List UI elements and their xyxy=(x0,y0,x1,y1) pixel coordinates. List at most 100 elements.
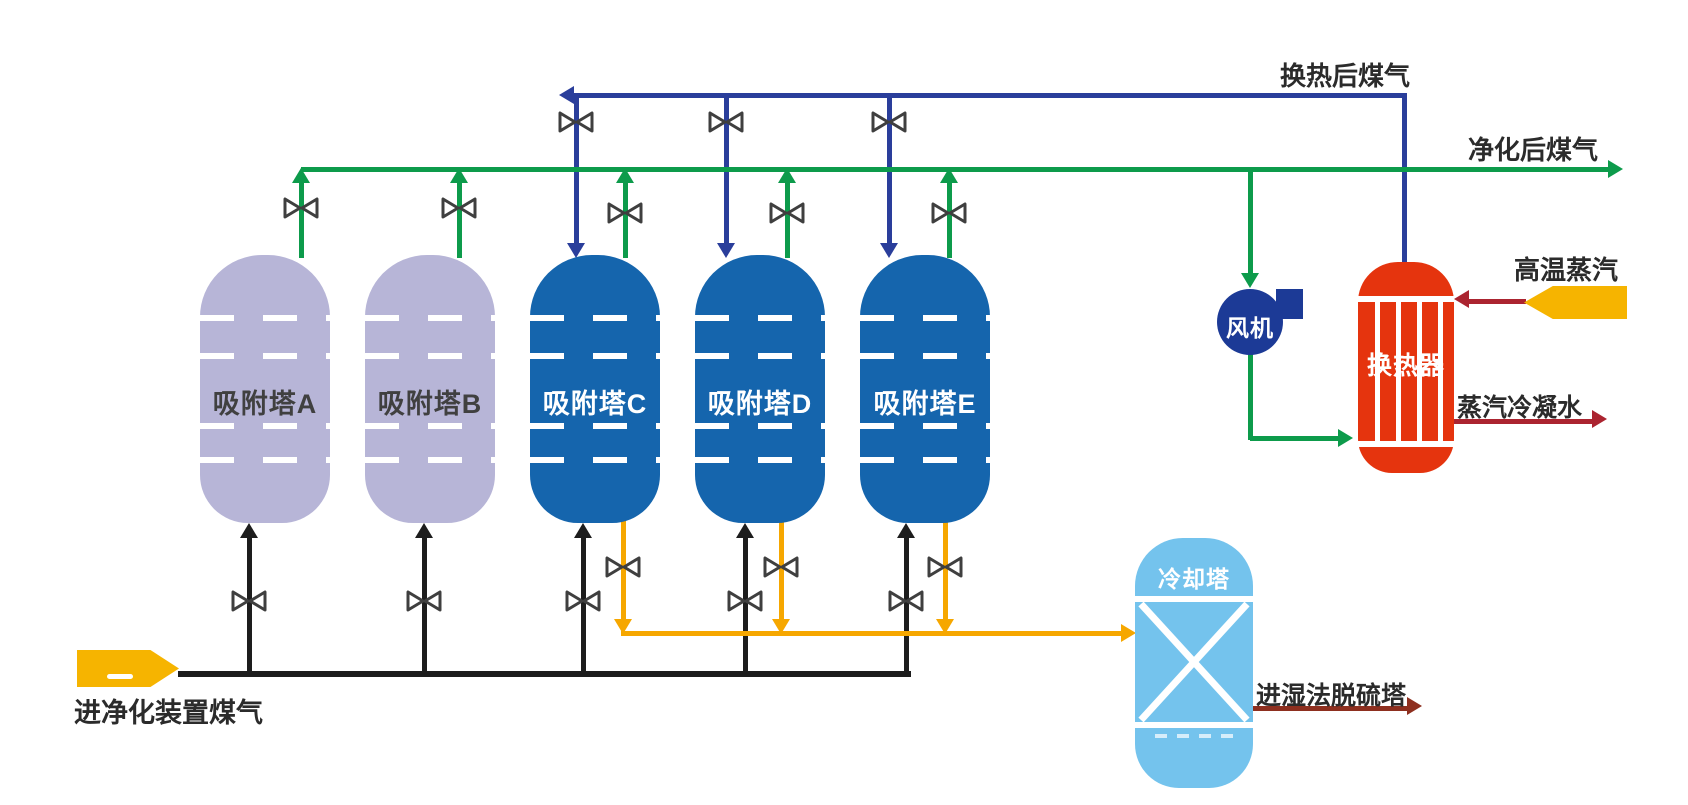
valve-outlet-tower-c-icon xyxy=(606,200,644,226)
packing-bottom-line xyxy=(1135,722,1253,728)
tray-dashes xyxy=(695,353,825,359)
tube xyxy=(1375,302,1380,441)
pipe-to-cooling-tower xyxy=(621,631,1123,636)
pipe-inlet-tower-d xyxy=(743,538,748,677)
arrowhead-icon xyxy=(616,168,634,183)
steam-marker xyxy=(1524,286,1627,319)
tray-dashes xyxy=(200,423,330,429)
pipe-drain-tower-e xyxy=(943,518,948,624)
fan-label: 风机 xyxy=(1226,315,1274,341)
tray-dashes xyxy=(530,457,660,463)
pipe-inlet-tower-a xyxy=(247,538,252,677)
pipe-inlet-tower-e xyxy=(904,538,909,677)
arrowhead-icon xyxy=(778,168,796,183)
tray-dashes xyxy=(530,315,660,321)
tray-dashes xyxy=(200,457,330,463)
arrowhead-icon xyxy=(1121,624,1136,642)
arrowhead-icon xyxy=(1407,697,1422,715)
arrowhead-icon xyxy=(1592,410,1607,428)
arrowhead-icon xyxy=(559,86,574,104)
marker-highlight xyxy=(107,674,133,679)
tower-label: 吸附塔C xyxy=(542,389,648,419)
pipe-outlet-tower-a xyxy=(299,182,304,258)
pipe-inlet-tower-b xyxy=(422,538,427,677)
heat-exchanger: 换热器 xyxy=(1358,262,1454,473)
pipe-steam-inlet xyxy=(1468,299,1526,304)
steam-condensate-label: 蒸汽冷凝水 xyxy=(1457,394,1583,422)
valve-inlet-tower-a-icon xyxy=(230,588,268,614)
pipe-drain-tower-c xyxy=(621,518,626,624)
tray-dashes xyxy=(695,457,825,463)
high-temp-steam-label: 高温蒸汽 xyxy=(1514,255,1619,285)
valve-inlet-tower-d-icon xyxy=(726,588,764,614)
pipe-inlet-gas-header xyxy=(178,671,911,677)
tray-dashes xyxy=(860,423,990,429)
adsorption-tower-a: 吸附塔A xyxy=(200,255,330,523)
pipe-to-desulfurization xyxy=(1253,706,1409,711)
valve-inlet-tower-b-icon xyxy=(405,588,443,614)
tray-dashes xyxy=(695,423,825,429)
arrowhead-icon xyxy=(567,243,585,258)
tower-label: 吸附塔D xyxy=(707,389,813,419)
arrowhead-icon xyxy=(880,243,898,258)
tray-dashes xyxy=(530,423,660,429)
arrowhead-icon xyxy=(736,523,754,538)
water-dashes xyxy=(1155,734,1233,738)
pipe-outlet-tower-b xyxy=(457,182,462,258)
valve-outlet-tower-a-icon xyxy=(282,195,320,221)
arrowhead-icon xyxy=(1338,429,1353,447)
tray-dashes xyxy=(860,315,990,321)
adsorption-tower-d: 吸附塔D xyxy=(695,255,825,523)
adsorption-tower-c: 吸附塔C xyxy=(530,255,660,523)
valve-drain-tower-e-icon xyxy=(926,554,964,580)
tray-dashes xyxy=(365,457,495,463)
tray-dashes xyxy=(530,353,660,359)
arrowhead-icon xyxy=(574,523,592,538)
arrowhead-icon xyxy=(1454,290,1469,308)
arrowhead-icon xyxy=(1241,273,1259,288)
inlet-gas-marker xyxy=(77,650,179,687)
arrowhead-icon xyxy=(717,243,735,258)
pipe-regenerated-gas-header xyxy=(574,93,1406,98)
packing-x-pattern xyxy=(1138,601,1250,723)
arrowhead-icon xyxy=(240,523,258,538)
pipe-to-fan xyxy=(1248,170,1253,280)
inlet-gas-label: 进净化装置煤气 xyxy=(74,698,263,728)
regenerated-gas-label: 换热后煤气 xyxy=(1279,61,1410,91)
arrowhead-icon xyxy=(772,619,790,634)
tray-dashes xyxy=(860,457,990,463)
tray-dashes xyxy=(860,353,990,359)
pipe-drain-tower-d xyxy=(779,518,784,624)
tray-dashes xyxy=(200,353,330,359)
purified-gas-label: 净化后煤气 xyxy=(1468,135,1599,165)
valve-regen-tower-d-icon xyxy=(707,109,745,135)
valve-outlet-tower-d-icon xyxy=(768,200,806,226)
arrowhead-icon xyxy=(614,619,632,634)
tower-label: 吸附塔B xyxy=(377,389,483,419)
arrowhead-icon xyxy=(940,168,958,183)
arrowhead-icon xyxy=(450,168,468,183)
adsorption-tower-b: 吸附塔B xyxy=(365,255,495,523)
pipe-condensate-outlet xyxy=(1454,419,1594,424)
arrowhead-icon xyxy=(292,168,310,183)
heat-exchanger-label: 换热器 xyxy=(1366,352,1445,380)
arrowhead-icon xyxy=(415,523,433,538)
tube-sheet xyxy=(1358,296,1454,302)
adsorption-tower-e: 吸附塔E xyxy=(860,255,990,523)
tower-label: 吸附塔E xyxy=(873,389,977,419)
tray-dashes xyxy=(365,315,495,321)
to-desulfurization-label: 进湿法脱硫塔 xyxy=(1256,682,1407,710)
tray-dashes xyxy=(365,423,495,429)
cooling-tower-label: 冷却塔 xyxy=(1158,566,1230,592)
valve-inlet-tower-e-icon xyxy=(887,588,925,614)
valve-regen-tower-c-icon xyxy=(557,109,595,135)
valve-outlet-tower-e-icon xyxy=(930,200,968,226)
pipe-outlet-tower-e xyxy=(947,182,952,258)
pipe-fan-discharge-v xyxy=(1248,352,1253,440)
valve-drain-tower-c-icon xyxy=(604,554,642,580)
tube xyxy=(1438,302,1443,441)
tube xyxy=(1417,302,1422,441)
valve-outlet-tower-b-icon xyxy=(440,195,478,221)
pipe-outlet-tower-d xyxy=(785,182,790,258)
